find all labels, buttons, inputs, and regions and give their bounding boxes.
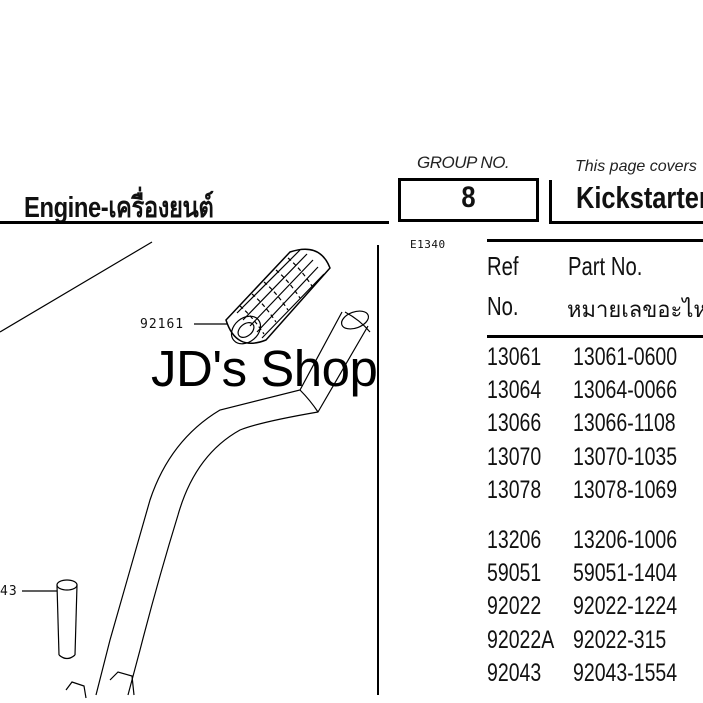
title-divider <box>549 180 552 224</box>
pivot-pin <box>56 579 78 660</box>
part-number: 92043-1554 <box>573 659 678 687</box>
ref-number: 92022 <box>487 592 542 620</box>
table-row: 13066 13066-1108 <box>0 409 703 439</box>
ref-number: 92043 <box>487 659 542 687</box>
title-underline <box>0 221 389 224</box>
ref-header-line2: No. <box>487 291 519 321</box>
part-number: 13070-1035 <box>573 443 678 471</box>
kickstarter-diagram <box>0 241 371 699</box>
callout-label: 92161 <box>140 317 185 332</box>
table-row: 13064 13064-0066 <box>0 376 703 406</box>
part-header-line2: หมายเลขอะไหล่ <box>567 297 703 322</box>
part-number: 13206-1006 <box>573 526 678 554</box>
part-number: 59051-1404 <box>573 559 678 587</box>
ref-number: 92022A <box>487 626 555 654</box>
ref-number: 13066 <box>487 409 542 437</box>
kick-pedal-rubber <box>225 248 331 345</box>
part-number: 13078-1069 <box>573 476 678 504</box>
part-number: 13061-0600 <box>573 343 678 371</box>
group-number-box <box>398 178 539 222</box>
part-number: 92022-1224 <box>573 592 678 620</box>
table-row: 59051 59051-1404 <box>0 559 703 589</box>
part-number: 13066-1108 <box>573 409 676 437</box>
shop-watermark: JD's Shop <box>151 340 378 397</box>
page-covers-label: This page covers <box>575 158 697 175</box>
part-number: 13064-0066 <box>573 376 678 404</box>
bracket-part <box>109 671 135 696</box>
table-row: 13206 13206-1006 <box>0 526 703 556</box>
table-row: 92043 92043-1554 <box>0 659 703 689</box>
page-title-underline <box>551 221 703 224</box>
ref-number: 13064 <box>487 376 542 404</box>
kick-lever <box>95 310 371 696</box>
ref-number: 13078 <box>487 476 542 504</box>
page-title: Kickstarter <box>576 180 703 215</box>
group-number-label: GROUP NO. <box>417 153 510 172</box>
table-header-rule <box>487 335 703 338</box>
diagram-leader-line <box>0 241 153 333</box>
table-row: 13061 13061-0600 <box>0 343 703 373</box>
ref-number: 59051 <box>487 559 542 587</box>
ref-header-line1: Ref <box>487 251 519 281</box>
table-top-rule <box>487 239 703 242</box>
table-row: 13078 13078-1069 <box>0 476 703 506</box>
section-title: Engine-เครื่องยนต์ <box>24 192 214 224</box>
callout-label: 43 <box>0 584 18 599</box>
clip-part <box>65 681 87 699</box>
group-number: 8 <box>461 181 476 214</box>
part-number: 92022-315 <box>573 626 667 654</box>
ref-number: 13061 <box>487 343 542 371</box>
table-row: 92022 92022-1224 <box>0 592 703 622</box>
table-row: 92022A 92022-315 <box>0 626 703 656</box>
ref-number: 13206 <box>487 526 542 554</box>
part-header-line1: Part No. <box>568 251 643 281</box>
diagram-table-divider <box>377 245 379 695</box>
table-row: 13070 13070-1035 <box>0 443 703 473</box>
ref-number: 13070 <box>487 443 542 471</box>
catalog-code: E1340 <box>410 238 446 251</box>
